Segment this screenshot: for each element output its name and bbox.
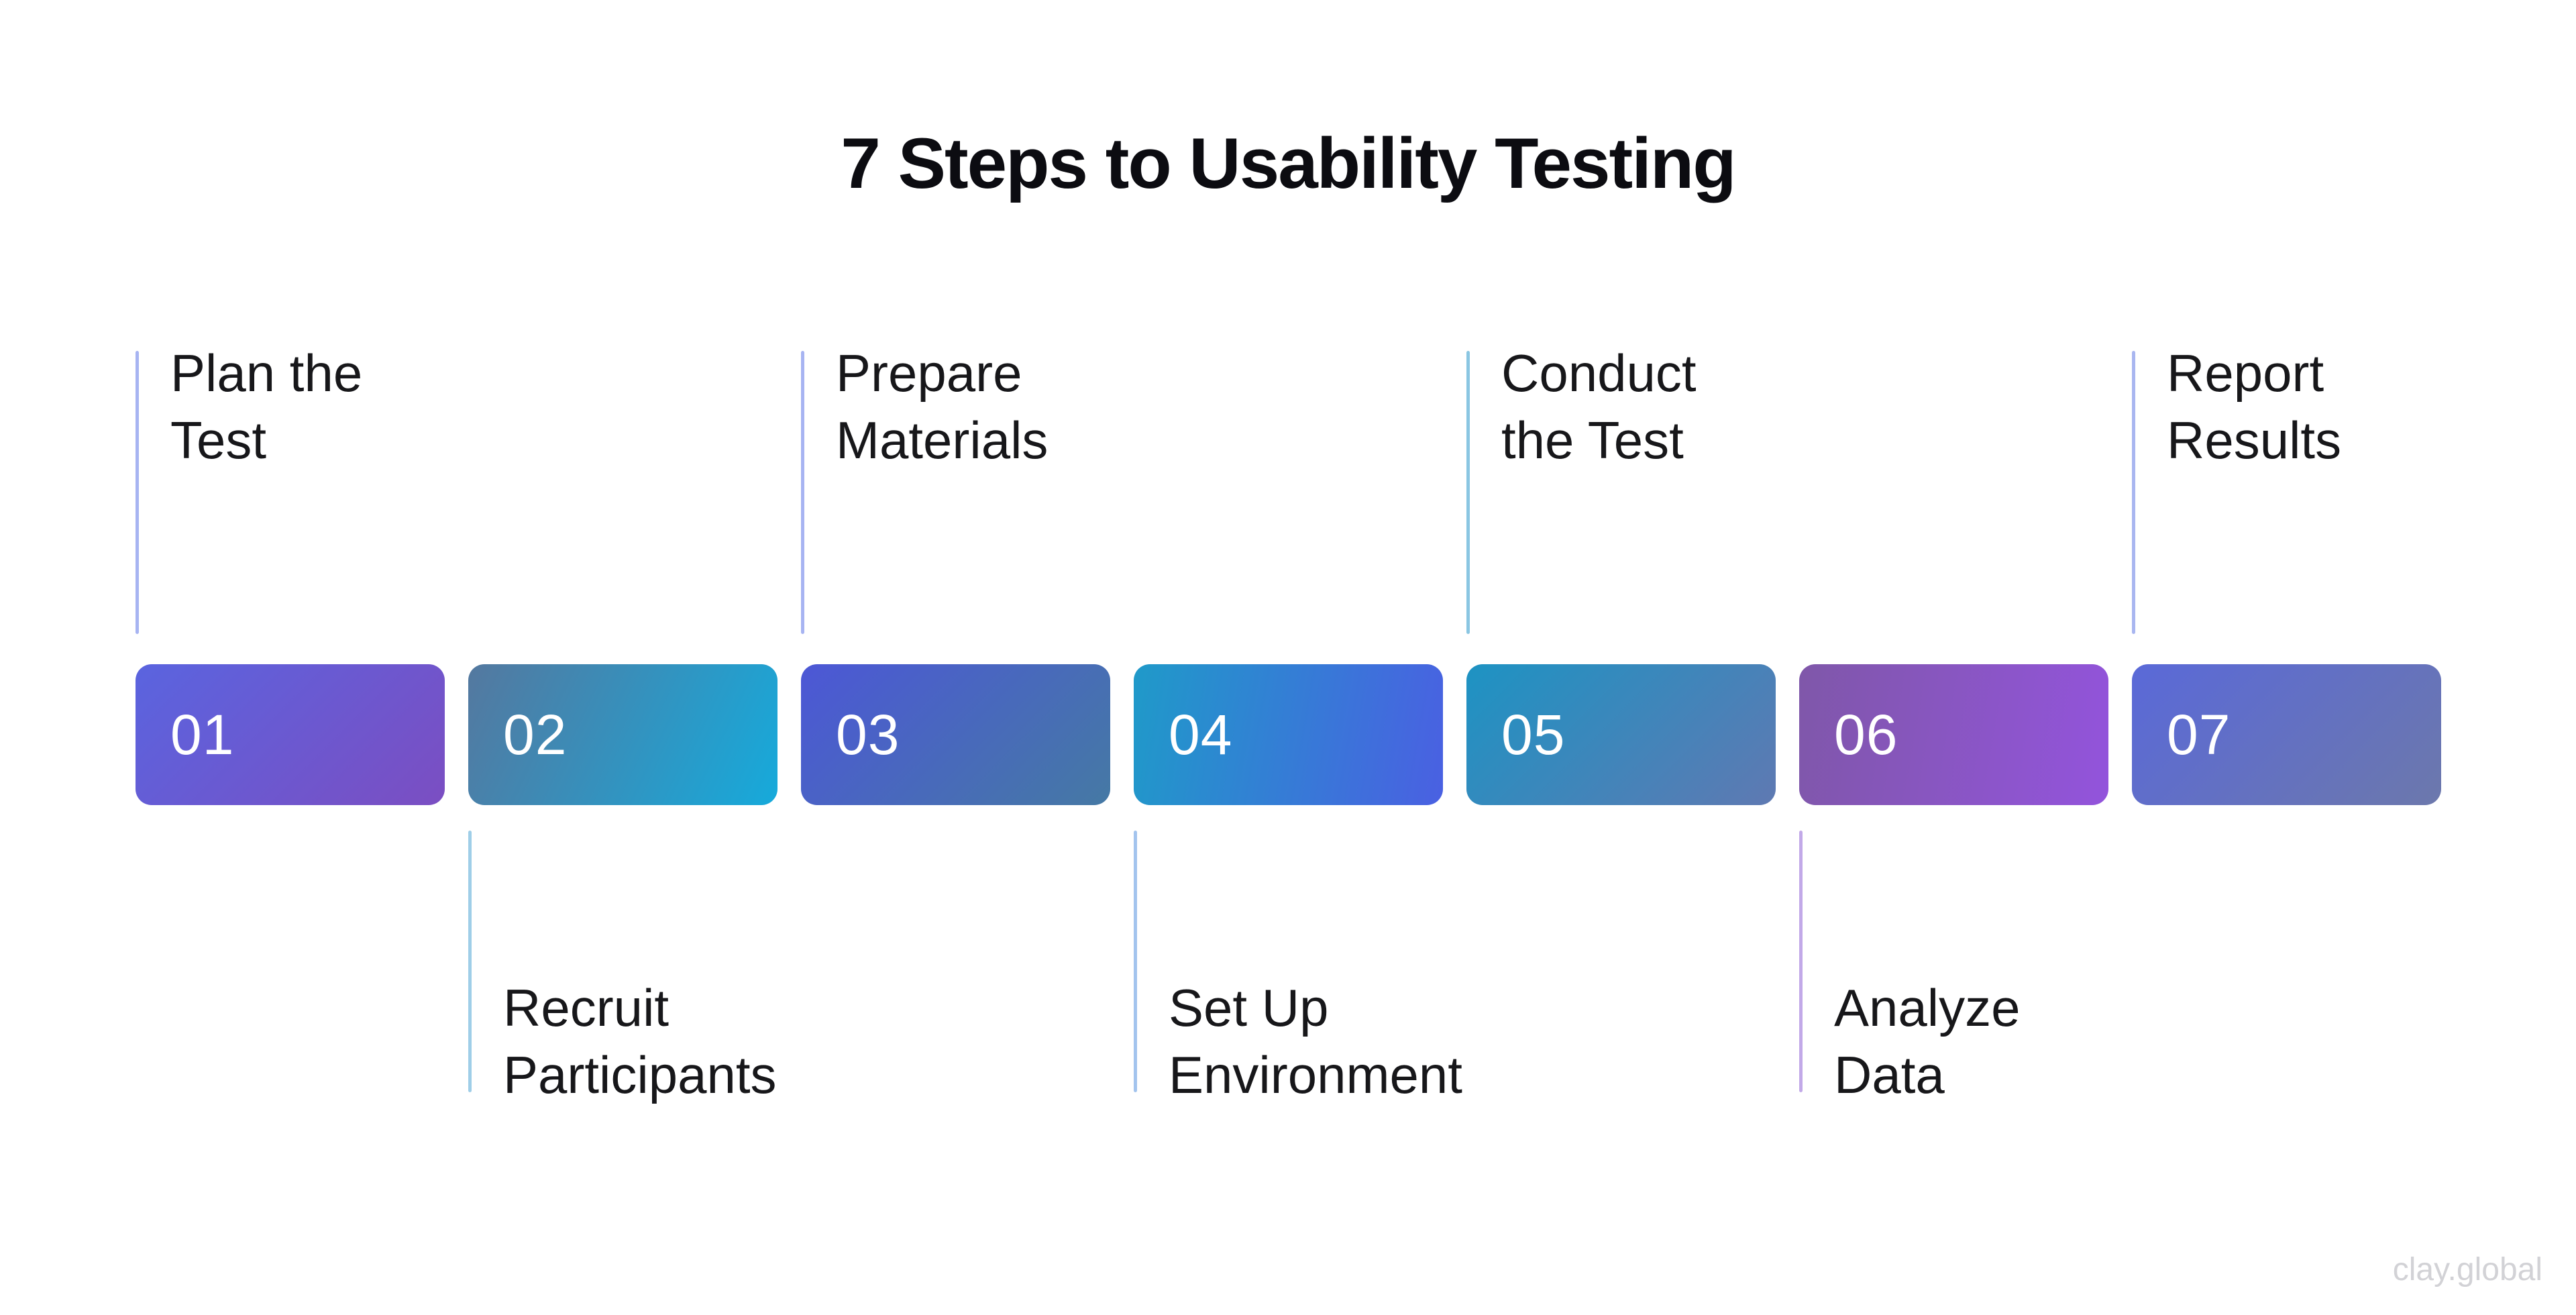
step-label-line1: Analyze xyxy=(1834,978,2021,1037)
step-label-line2: Results xyxy=(2167,411,2342,470)
connector-line xyxy=(2132,351,2135,634)
step-label: Prepare Materials xyxy=(836,339,1048,474)
step-number: 04 xyxy=(1169,702,1233,766)
step-label-line2: Materials xyxy=(836,411,1049,470)
connector-line xyxy=(136,351,139,634)
watermark: clay.global xyxy=(2392,1252,2542,1287)
connector-line xyxy=(1466,351,1470,634)
step-label-line2: Test xyxy=(170,411,267,470)
step-label-line2: Environment xyxy=(1169,1045,1462,1104)
step-label-line1: Prepare xyxy=(836,344,1022,403)
connector-line xyxy=(1799,831,1803,1092)
connector-line xyxy=(801,351,804,634)
step-label-line2: Participants xyxy=(503,1045,777,1104)
step-number-box: 02 xyxy=(468,664,777,805)
page-title: 7 Steps to Usability Testing xyxy=(841,123,1736,203)
step-number: 03 xyxy=(836,702,900,766)
step-label-line1: Plan the xyxy=(170,344,363,403)
connector-line xyxy=(468,831,472,1092)
step-number-box: 04 xyxy=(1134,664,1443,805)
step-number: 07 xyxy=(2167,702,2231,766)
step-label: Recruit Participants xyxy=(503,974,777,1108)
step-label: Set Up Environment xyxy=(1169,974,1462,1108)
step-number-box: 03 xyxy=(801,664,1110,805)
step-label-line1: Recruit xyxy=(503,978,669,1037)
step-number: 02 xyxy=(503,702,568,766)
step-number: 01 xyxy=(170,702,235,766)
step-label-line1: Report xyxy=(2167,344,2324,403)
step-label-line2: the Test xyxy=(1501,411,1684,470)
step-number-box: 05 xyxy=(1466,664,1776,805)
step-label: Analyze Data xyxy=(1834,974,2021,1108)
step-label-line1: Set Up xyxy=(1169,978,1329,1037)
step-number: 06 xyxy=(1834,702,1898,766)
step-label: Plan the Test xyxy=(170,339,362,474)
step-label-line1: Conduct xyxy=(1501,344,1697,403)
step-number-box: 01 xyxy=(136,664,445,805)
step-label: Report Results xyxy=(2167,339,2341,474)
step-label: Conduct the Test xyxy=(1501,339,1697,474)
step-label-line2: Data xyxy=(1834,1045,1945,1104)
connector-line xyxy=(1134,831,1137,1092)
step-number: 05 xyxy=(1501,702,1566,766)
step-number-box: 06 xyxy=(1799,664,2108,805)
step-number-box: 07 xyxy=(2132,664,2441,805)
